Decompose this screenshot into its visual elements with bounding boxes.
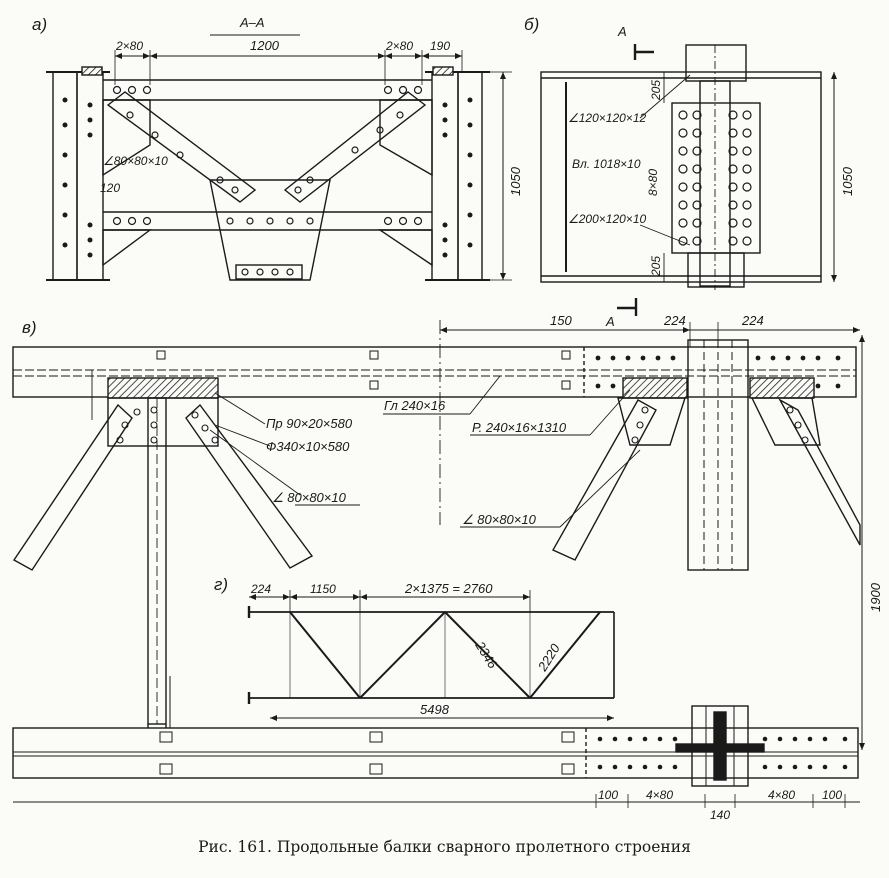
dim-224-right: 224 (741, 313, 764, 328)
dim-span: 1200 (250, 38, 280, 53)
angle-top-label: ∠120×120×12 (568, 111, 646, 125)
panel-g-labels: г) 224 1150 2×1375 = 2760 2346 2220 5498 (214, 575, 563, 717)
dim-1150: 1150 (310, 582, 336, 596)
dim-100-left: 100 (598, 788, 618, 802)
dim-205-bottom: 205 (649, 256, 663, 277)
bottom-beam (12, 676, 860, 808)
dim-2220: 2220 (534, 640, 563, 674)
rows-label: 8×80 (646, 169, 660, 196)
plate-label: Вл. 1018×10 (572, 157, 641, 171)
panel-b-labels: б) А ∠120×120×12 Вл. 1018×10 8×80 ∠200×1… (524, 15, 855, 277)
dim-224-left: 224 (663, 313, 686, 328)
dim-4x80-left: 4×80 (646, 788, 673, 802)
panel-b-letter: б) (524, 15, 539, 34)
panel-b (540, 44, 837, 290)
dim-150: 150 (550, 313, 572, 328)
section-title: А–А (239, 15, 265, 30)
cut-mark-a: А (617, 24, 627, 39)
dim-205-top: 205 (649, 80, 663, 101)
panel-a-labels: а) А–А 2×80 1200 2×80 190 1050 120 ∠80×8… (32, 15, 523, 196)
dim-224-g: 224 (250, 582, 271, 596)
label-angle-left: ∠ 80×80×10 (272, 490, 347, 505)
dim-right-pitch: 2×80 (385, 39, 413, 53)
panel-v-labels: в) А 150 224 224 Пр 90×20×580 Ф340×10×58… (22, 313, 883, 612)
bottom-dims-labels: 100 4×80 140 4×80 100 (598, 788, 842, 822)
panel-v-letter: в) (22, 318, 37, 337)
dim-left-pitch: 2×80 (115, 39, 143, 53)
dim-5498: 5498 (420, 702, 450, 717)
dim-height-a: 1050 (508, 166, 523, 196)
cut-mark-a-v: А (605, 314, 615, 329)
dim-height-b: 1050 (840, 166, 855, 196)
panel-a (46, 34, 512, 281)
dim-panels: 2×1375 = 2760 (404, 581, 493, 596)
angle-label-a: ∠80×80×10 (103, 154, 168, 168)
panel-g-letter: г) (214, 575, 228, 594)
label-gl: Гл 240×16 (384, 398, 446, 413)
panel-a-letter: а) (32, 15, 47, 34)
dim-4x80-right: 4×80 (768, 788, 795, 802)
angle-bottom-label: ∠200×120×10 (568, 212, 646, 226)
label-f: Ф340×10×580 (266, 439, 350, 454)
label-pr: Пр 90×20×580 (266, 416, 353, 431)
dim-edge: 190 (430, 39, 450, 53)
dim-120: 120 (100, 181, 120, 195)
dim-1900: 1900 (868, 582, 883, 612)
panel-v (12, 298, 865, 750)
label-r: Р. 240×16×1310 (472, 420, 567, 435)
panel-g (247, 590, 615, 721)
dim-140: 140 (710, 808, 730, 822)
dim-100-right: 100 (822, 788, 842, 802)
label-angle-right: ∠ 80×80×10 (462, 512, 537, 527)
figure-caption: Рис. 161. Продольные балки сварного прол… (198, 838, 691, 856)
